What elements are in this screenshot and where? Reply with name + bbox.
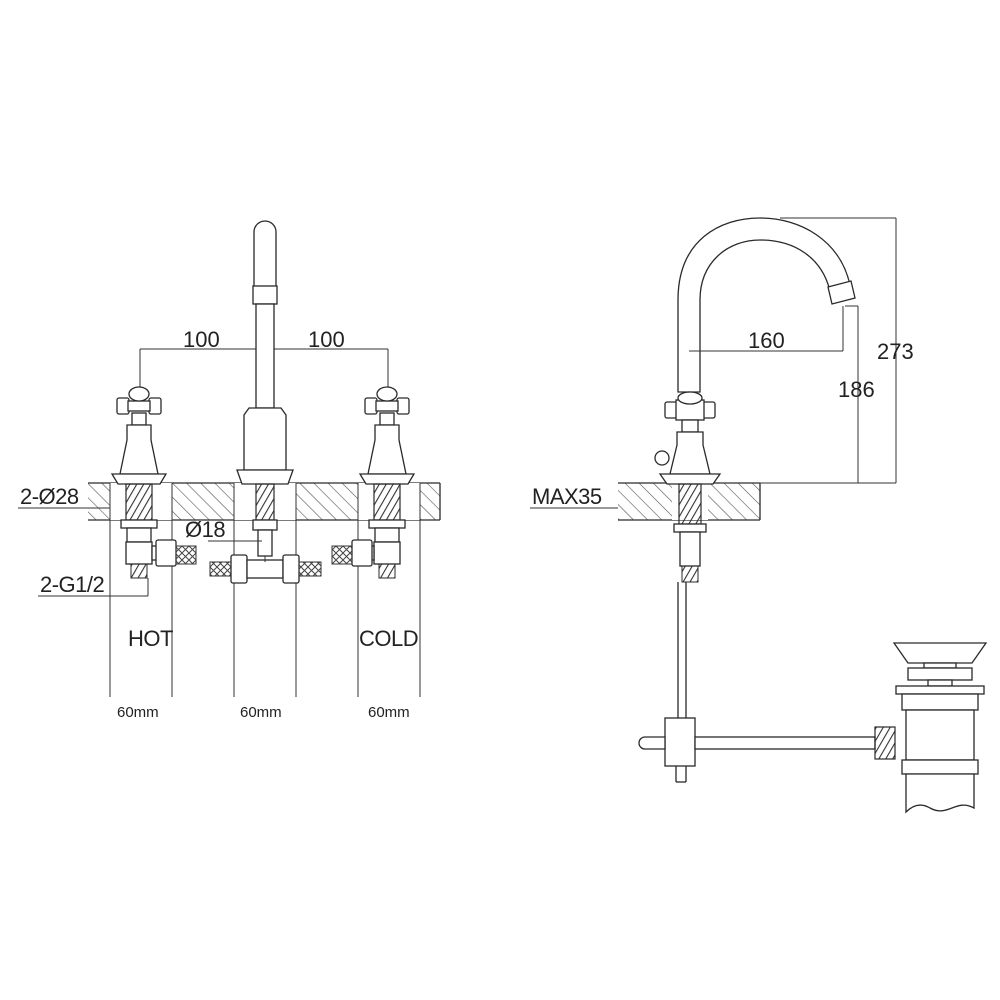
cold-label: COLD	[359, 626, 418, 651]
front-view: 100 100	[18, 220, 441, 721]
hole-diameter-label: 2-Ø28	[20, 484, 79, 509]
hole-width-lines	[109, 483, 421, 697]
dim-left-spacing: 100	[183, 327, 220, 352]
total-height-label: 273	[877, 339, 914, 364]
thread-label: 2-G1/2	[40, 572, 105, 597]
cold-width-label: 60mm	[368, 704, 410, 721]
reach-dimension: 160	[689, 306, 844, 353]
center-width-label: 60mm	[240, 704, 282, 721]
hot-valve	[110, 386, 197, 579]
hole-callouts: 2-Ø28 Ø18 2-G1/2 HOT COLD 60mm 60mm 60mm	[18, 484, 419, 721]
cold-valve	[331, 386, 416, 579]
hot-label: HOT	[128, 626, 173, 651]
side-valve-body	[654, 391, 722, 583]
dim-right-spacing: 100	[308, 327, 345, 352]
reach-label: 160	[748, 328, 785, 353]
spout-front	[209, 220, 322, 584]
spout-hole-diameter-label: Ø18	[185, 517, 225, 542]
spout-side	[677, 217, 856, 393]
side-deck: MAX35	[530, 482, 761, 521]
height-dimensions: 273 186	[720, 217, 914, 484]
waste-body	[892, 642, 988, 814]
max-deck-label: MAX35	[532, 484, 602, 509]
hot-width-label: 60mm	[117, 704, 159, 721]
side-view: MAX35	[530, 217, 988, 814]
spout-height-label: 186	[838, 377, 875, 402]
popup-rod	[638, 582, 896, 783]
